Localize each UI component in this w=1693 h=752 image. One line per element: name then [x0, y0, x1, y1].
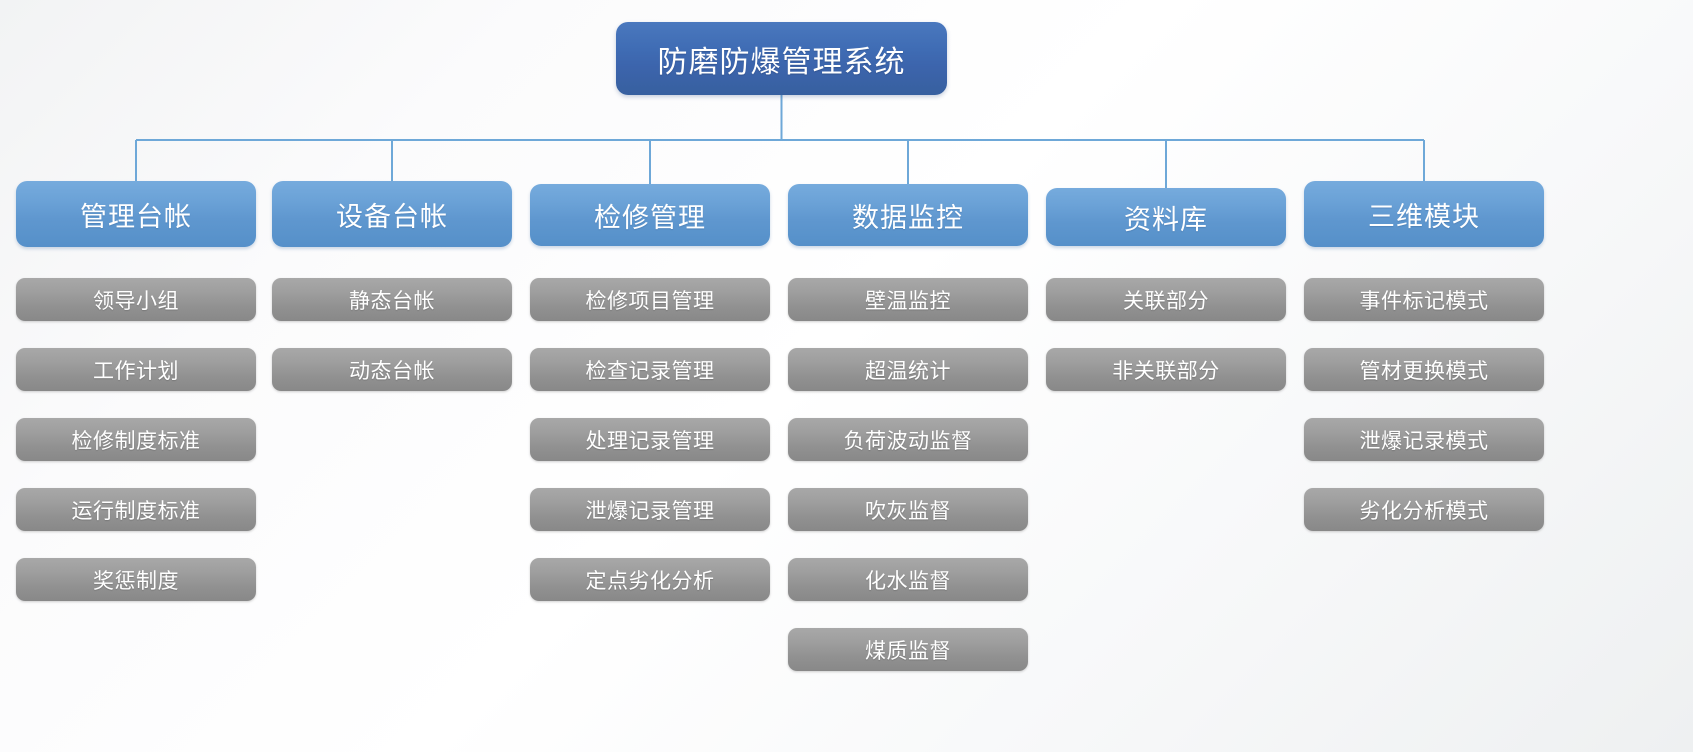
branch-1-leaf-5[interactable]: 奖惩制度 [16, 558, 256, 601]
branch-3-leaf-4[interactable]: 泄爆记录管理 [530, 488, 770, 531]
branch-3-leaf-1[interactable]: 检修项目管理 [530, 278, 770, 321]
branch-6-leaf-1[interactable]: 事件标记模式 [1304, 278, 1544, 321]
branch-1-label: 管理台帐 [80, 201, 192, 232]
branch-5-leaf-2-label: 非关联部分 [1112, 359, 1220, 383]
branch-1-leaf-4[interactable]: 运行制度标准 [16, 488, 256, 531]
branch-6-leaf-4-label: 劣化分析模式 [1359, 499, 1489, 523]
branch-1-leaf-3-label: 检修制度标准 [71, 429, 201, 453]
branch-4-leaf-1-label: 壁温监控 [865, 289, 951, 313]
branch-1-leaf-2-label: 工作计划 [93, 359, 179, 383]
branch-3-leaf-4-label: 泄爆记录管理 [585, 499, 715, 523]
branch-4-leaf-3-label: 负荷波动监督 [843, 429, 973, 453]
branch-6[interactable]: 三维模块 [1304, 181, 1544, 247]
branch-4-label: 数据监控 [852, 202, 964, 233]
branch-4-leaf-2[interactable]: 超温统计 [788, 348, 1028, 391]
branch-3-leaf-2[interactable]: 检查记录管理 [530, 348, 770, 391]
branch-4-leaf-4-label: 吹灰监督 [865, 499, 951, 523]
branch-6-leaf-1-label: 事件标记模式 [1359, 289, 1489, 313]
branch-6-leaf-3[interactable]: 泄爆记录模式 [1304, 418, 1544, 461]
branch-1-leaf-4-label: 运行制度标准 [71, 499, 201, 523]
root-node[interactable]: 防磨防爆管理系统 [616, 22, 947, 95]
branch-6-leaf-2[interactable]: 管材更换模式 [1304, 348, 1544, 391]
branch-6-leaf-3-label: 泄爆记录模式 [1359, 429, 1489, 453]
branch-3-leaf-5-label: 定点劣化分析 [585, 569, 715, 593]
branch-4-leaf-2-label: 超温统计 [865, 359, 951, 383]
branch-6-leaf-4[interactable]: 劣化分析模式 [1304, 488, 1544, 531]
branch-4-leaf-6-label: 煤质监督 [865, 639, 951, 663]
branch-3-leaf-2-label: 检查记录管理 [585, 359, 715, 383]
branch-1-leaf-3[interactable]: 检修制度标准 [16, 418, 256, 461]
branch-3[interactable]: 检修管理 [530, 184, 770, 246]
branch-4-leaf-5-label: 化水监督 [865, 569, 951, 593]
branch-4-leaf-6[interactable]: 煤质监督 [788, 628, 1028, 671]
branch-5-leaf-2[interactable]: 非关联部分 [1046, 348, 1286, 391]
root-node-label: 防磨防爆管理系统 [657, 45, 906, 79]
branch-6-label: 三维模块 [1368, 201, 1480, 232]
branch-4-leaf-5[interactable]: 化水监督 [788, 558, 1028, 601]
branch-6-leaf-2-label: 管材更换模式 [1359, 359, 1489, 383]
branch-4[interactable]: 数据监控 [788, 184, 1028, 246]
branch-5-leaf-1[interactable]: 关联部分 [1046, 278, 1286, 321]
branch-3-leaf-1-label: 检修项目管理 [585, 289, 715, 313]
branch-1-leaf-1-label: 领导小组 [93, 289, 179, 313]
branch-4-leaf-1[interactable]: 壁温监控 [788, 278, 1028, 321]
branch-5-leaf-1-label: 关联部分 [1123, 289, 1209, 313]
branch-5[interactable]: 资料库 [1046, 188, 1286, 246]
branch-2-leaf-2[interactable]: 动态台帐 [272, 348, 512, 391]
branch-1-leaf-1[interactable]: 领导小组 [16, 278, 256, 321]
branch-1-leaf-2[interactable]: 工作计划 [16, 348, 256, 391]
branch-2-leaf-2-label: 动态台帐 [349, 359, 435, 383]
branch-1-leaf-5-label: 奖惩制度 [93, 569, 179, 593]
branch-2-leaf-1[interactable]: 静态台帐 [272, 278, 512, 321]
branch-3-leaf-3-label: 处理记录管理 [585, 429, 715, 453]
branch-5-label: 资料库 [1124, 204, 1208, 235]
branch-3-leaf-3[interactable]: 处理记录管理 [530, 418, 770, 461]
branch-4-leaf-3[interactable]: 负荷波动监督 [788, 418, 1028, 461]
branch-3-label: 检修管理 [594, 202, 706, 233]
branch-2-leaf-1-label: 静态台帐 [349, 289, 435, 313]
branch-3-leaf-5[interactable]: 定点劣化分析 [530, 558, 770, 601]
branch-4-leaf-4[interactable]: 吹灰监督 [788, 488, 1028, 531]
branch-1[interactable]: 管理台帐 [16, 181, 256, 247]
branch-2[interactable]: 设备台帐 [272, 181, 512, 247]
branch-2-label: 设备台帐 [336, 201, 448, 232]
